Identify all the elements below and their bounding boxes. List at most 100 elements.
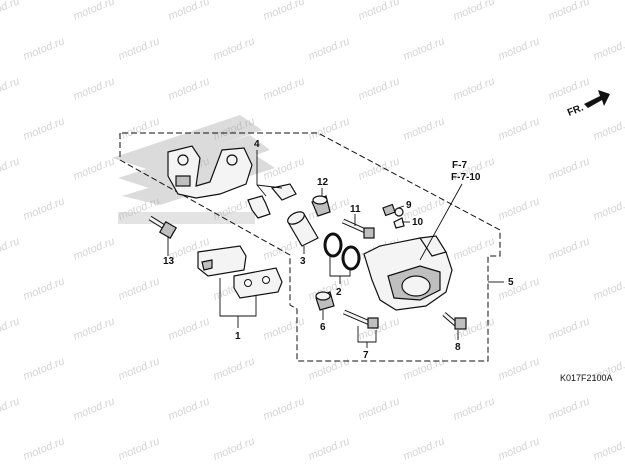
bolt-13 xyxy=(148,215,178,240)
watermark-text: motod.ru xyxy=(357,155,402,182)
watermark-text: motod.ru xyxy=(167,395,212,422)
watermark-text: motod.ru xyxy=(117,115,162,142)
watermark-text: motod.ru xyxy=(402,35,447,62)
watermark-text: motod.ru xyxy=(0,0,21,23)
watermark-text: motod.ru xyxy=(262,75,307,102)
watermark-text: motod.ru xyxy=(22,35,67,62)
watermark-text: motod.ru xyxy=(402,115,447,142)
watermark-text: motod.ru xyxy=(402,435,447,462)
watermark-text: motod.ru xyxy=(22,195,67,222)
watermark-text: motod.ru xyxy=(72,155,117,182)
watermark-text: motod.ru xyxy=(117,275,162,302)
watermark-text: motod.ru xyxy=(592,35,625,62)
watermark-text: motod.ru xyxy=(592,195,625,222)
watermark-text: motod.ru xyxy=(592,435,625,462)
watermark-text: motod.ru xyxy=(357,0,402,23)
watermark-text: motod.ru xyxy=(307,435,352,462)
watermark-text: motod.ru xyxy=(22,275,67,302)
callout-5: 5 xyxy=(508,277,514,288)
callout-7: 7 xyxy=(363,350,369,361)
watermark-text: motod.ru xyxy=(262,395,307,422)
watermark-text: motod.ru xyxy=(0,395,21,422)
callout-2: 2 xyxy=(336,287,342,298)
watermark-text: motod.ru xyxy=(212,435,257,462)
watermark-text: motod.ru xyxy=(22,115,67,142)
watermark-text: motod.ru xyxy=(357,395,402,422)
callout-1: 1 xyxy=(235,331,241,342)
watermark-text: motod.ru xyxy=(212,355,257,382)
slide-pin-7 xyxy=(343,309,379,329)
leader-lines xyxy=(167,150,504,348)
watermark-text: motod.ru xyxy=(357,75,402,102)
watermark-text: motod.ru xyxy=(547,75,592,102)
slide-pin-11 xyxy=(341,218,375,239)
watermark-text: motod.ru xyxy=(117,435,162,462)
piston-seals xyxy=(323,232,361,271)
callout-12: 12 xyxy=(317,177,329,188)
watermark-text: motod.ru xyxy=(212,35,257,62)
watermark-text: motod.ru xyxy=(307,355,352,382)
watermark-text: motod.ru xyxy=(167,315,212,342)
watermark-text: motod.ru xyxy=(547,235,592,262)
watermark-text: motod.ru xyxy=(497,355,542,382)
callout-13: 13 xyxy=(163,256,175,267)
watermark-text: motod.ru xyxy=(22,435,67,462)
watermark-text: motod.ru xyxy=(0,315,21,342)
watermark-text: motod.ru xyxy=(117,355,162,382)
watermark-text: motod.ru xyxy=(72,75,117,102)
watermark-text: motod.ru xyxy=(0,75,21,102)
piston xyxy=(287,211,319,247)
watermark-text: motod.ru xyxy=(547,315,592,342)
watermark-text: motod.ru xyxy=(402,355,447,382)
watermark-text: motod.ru xyxy=(262,315,307,342)
watermark-text: motod.ru xyxy=(497,275,542,302)
watermark-text: motod.ru xyxy=(0,155,21,182)
watermark-text: motod.ru xyxy=(307,35,352,62)
front-direction-arrow xyxy=(584,90,610,108)
callout-11: 11 xyxy=(350,204,361,215)
callout-4: 4 xyxy=(254,139,260,150)
watermark-text: motod.ru xyxy=(452,0,497,23)
watermark-text: motod.ru xyxy=(117,35,162,62)
callout-10: 10 xyxy=(412,217,424,228)
watermark-text: motod.ru xyxy=(497,115,542,142)
pin-boot-12 xyxy=(311,195,331,217)
callout-8: 8 xyxy=(455,342,461,353)
watermark-text: motod.ru xyxy=(452,75,497,102)
brake-pad-set xyxy=(197,245,283,299)
watermark-text: motod.ru xyxy=(167,0,212,23)
callout-3: 3 xyxy=(300,256,306,267)
watermark-text: motod.ru xyxy=(72,395,117,422)
caliper-body xyxy=(363,235,453,311)
front-direction-label: FR. xyxy=(566,102,585,118)
watermark-text: motod.ru xyxy=(167,75,212,102)
reference-f7: F-7 xyxy=(452,160,467,171)
callout-9: 9 xyxy=(406,200,412,211)
watermark-text: motod.ru xyxy=(547,0,592,23)
watermark-text: motod.ru xyxy=(497,195,542,222)
reference-f7-10: F-7-10 xyxy=(451,172,481,183)
watermark-text: motod.ru xyxy=(262,0,307,23)
watermark-text: motod.ru xyxy=(72,0,117,23)
watermark-text: motod.ru xyxy=(72,315,117,342)
watermark-text: motod.ru xyxy=(497,35,542,62)
assembly-outline xyxy=(119,132,501,362)
pad-spring xyxy=(247,183,297,219)
diagram-code: K017F2100A xyxy=(560,373,613,383)
watermark-text: motod.ru xyxy=(547,395,592,422)
watermark-text: motod.ru xyxy=(72,235,117,262)
watermark-text: motod.ru xyxy=(547,155,592,182)
watermark-text: motod.ru xyxy=(592,115,625,142)
watermark-text: motod.ru xyxy=(0,235,21,262)
watermark-text: motod.ru xyxy=(22,355,67,382)
bolt-8 xyxy=(442,312,467,330)
bleeder-valve xyxy=(382,203,405,229)
watermark-text: motod.ru xyxy=(592,275,625,302)
pin-boot-6 xyxy=(315,291,335,311)
watermark-text: motod.ru xyxy=(497,435,542,462)
watermark-text: motod.ru xyxy=(452,395,497,422)
callout-6: 6 xyxy=(320,322,326,333)
watermark-text: motod.ru xyxy=(452,235,497,262)
caliper-bracket xyxy=(167,145,253,199)
